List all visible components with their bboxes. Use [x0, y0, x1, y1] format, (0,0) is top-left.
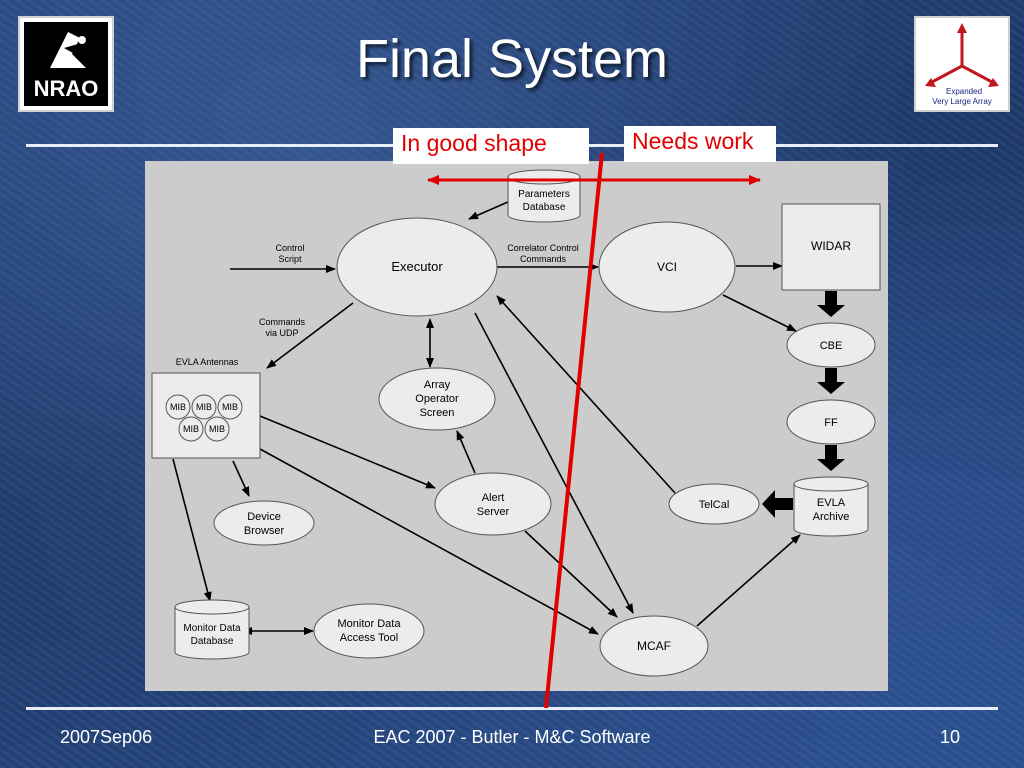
- system-diagram: Parameters Database Executor VCI WIDAR C…: [145, 161, 888, 691]
- evla-antennas-label: EVLA Antennas: [176, 357, 239, 367]
- mib-1: MIB: [165, 394, 191, 420]
- params-to-executor-arrow: [468, 200, 511, 220]
- alert-to-mcaf-arrow: [524, 530, 618, 618]
- commands-udp-line2: via UDP: [265, 328, 298, 338]
- mcaf-label: MCAF: [637, 639, 671, 653]
- evla-logo: Expanded Very Large Array: [914, 16, 1010, 112]
- executor-to-antennas-arrow: [266, 302, 354, 369]
- cbe-label: CBE: [820, 340, 843, 352]
- monitor-db-line2: Database: [191, 636, 234, 647]
- ff-node: FF: [786, 399, 876, 445]
- executor-label: Executor: [391, 259, 443, 274]
- alert-server-line1: Alert: [482, 492, 505, 504]
- cbe-node: CBE: [786, 322, 876, 368]
- needs-work-tag: Needs work: [624, 126, 776, 162]
- svg-text:MIB: MIB: [209, 424, 225, 434]
- nrao-logo-icon: NRAO: [24, 22, 108, 106]
- page-number: 10: [940, 727, 961, 747]
- mcaf-node: MCAF: [599, 615, 709, 677]
- parameters-database: Parameters Database: [507, 169, 581, 223]
- ff-label: FF: [824, 417, 838, 429]
- telcal-label: TelCal: [699, 499, 730, 511]
- alert-server-node: Alert Server: [434, 472, 552, 536]
- slide-title: Final System: [355, 29, 669, 89]
- device-browser-line2: Browser: [244, 525, 285, 537]
- archive-to-telcal-block-arrow: [762, 490, 793, 518]
- alert-server-line2: Server: [477, 506, 510, 518]
- svg-text:MIB: MIB: [196, 402, 212, 412]
- alert-to-aos-arrow: [456, 430, 476, 474]
- vci-label: VCI: [657, 260, 677, 274]
- widar-node: WIDAR: [781, 203, 881, 291]
- evla-archive-line2: Archive: [813, 511, 850, 523]
- correlator-control-line1: Correlator Control: [507, 243, 579, 253]
- evla-archive-node: EVLA Archive: [793, 476, 869, 537]
- antennas-to-alert-arrow: [259, 415, 436, 489]
- evla-logo-icon: Expanded Very Large Array: [925, 23, 999, 106]
- mib-4: MIB: [178, 416, 204, 442]
- antennas-to-mcaf-arrow: [259, 448, 599, 635]
- antennas-to-mondb-arrow: [172, 458, 212, 602]
- parameters-db-line1: Parameters: [518, 189, 570, 200]
- evla-logo-line2: Very Large Array: [932, 97, 992, 106]
- vci-node: VCI: [598, 221, 736, 313]
- telcal-node: TelCal: [668, 483, 760, 525]
- control-script-line2: Script: [278, 254, 302, 264]
- monitor-access-tool-node: Monitor Data Access Tool: [313, 603, 425, 659]
- bottom-divider: [26, 707, 998, 710]
- nrao-logo: NRAO: [18, 16, 114, 112]
- mib-3: MIB: [217, 394, 243, 420]
- ff-to-archive-block-arrow: [817, 445, 845, 471]
- svg-text:MIB: MIB: [183, 424, 199, 434]
- widar-label: WIDAR: [811, 239, 851, 253]
- access-tool-line1: Monitor Data: [338, 618, 402, 630]
- array-operator-screen-node: Array Operator Screen: [378, 367, 496, 431]
- aos-line2: Operator: [415, 393, 459, 405]
- access-tool-line2: Access Tool: [340, 632, 399, 644]
- monitor-db-line1: Monitor Data: [183, 623, 241, 634]
- executor-node: Executor: [336, 217, 498, 317]
- widar-to-cbe-block-arrow: [817, 291, 845, 317]
- nrao-logo-text: NRAO: [34, 76, 99, 101]
- evla-logo-line1: Expanded: [946, 87, 982, 96]
- svg-text:MIB: MIB: [170, 402, 186, 412]
- mcaf-to-archive-arrow: [696, 534, 801, 627]
- device-browser-line1: Device: [247, 511, 281, 523]
- commands-udp-line1: Commands: [259, 317, 306, 327]
- correlator-control-line2: Commands: [520, 254, 567, 264]
- svg-text:MIB: MIB: [222, 402, 238, 412]
- device-browser-node: Device Browser: [213, 500, 315, 546]
- footer-title: EAC 2007 - Butler - M&C Software: [373, 727, 651, 747]
- control-script-line1: Control: [275, 243, 304, 253]
- aos-line1: Array: [424, 379, 451, 391]
- parameters-db-line2: Database: [523, 202, 566, 213]
- evla-archive-line1: EVLA: [817, 497, 846, 509]
- evla-antennas-box: MIB MIB MIB MIB MIB: [151, 372, 261, 459]
- vci-to-cbe-arrow: [722, 294, 797, 332]
- mib-2: MIB: [191, 394, 217, 420]
- monitor-data-database-node: Monitor Data Database: [174, 599, 250, 660]
- footer-date: 2007Sep06: [60, 727, 153, 747]
- cbe-to-ff-block-arrow: [817, 368, 845, 394]
- in-good-shape-tag: In good shape: [393, 128, 589, 164]
- telcal-to-executor-arrow: [496, 295, 676, 494]
- system-diagram-svg: Parameters Database Executor VCI WIDAR C…: [151, 169, 881, 677]
- aos-line3: Screen: [420, 407, 455, 419]
- antennas-to-browser-arrow: [232, 460, 250, 497]
- mib-5: MIB: [204, 416, 230, 442]
